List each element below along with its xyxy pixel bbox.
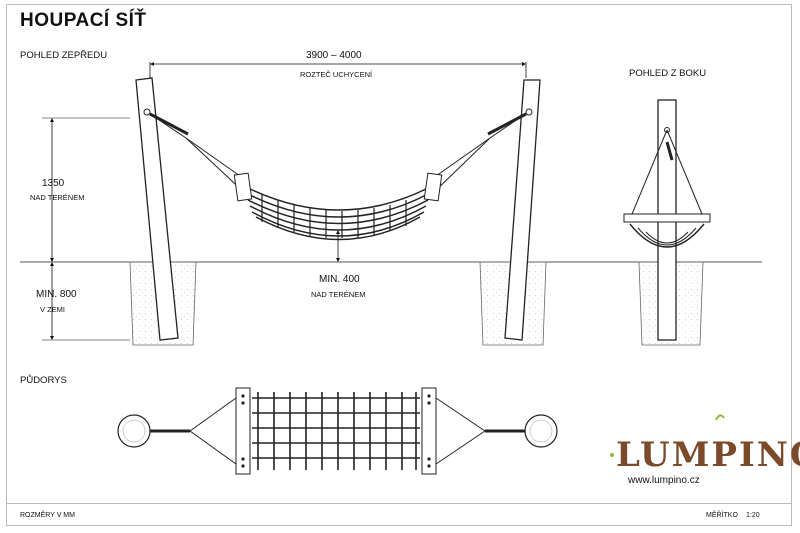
side-ropes [631, 129, 703, 215]
plan-view [117, 387, 558, 475]
post-right [504, 79, 541, 341]
sheet-frame [6, 4, 792, 526]
plan-net [252, 392, 420, 470]
clearance-value: MIN. 400 [319, 274, 360, 285]
anchor-right [525, 108, 533, 116]
lumpino-logo: LUMPINO [610, 414, 800, 475]
front-ropes [146, 111, 529, 197]
post-left [135, 77, 179, 341]
scale-value: 1:20 [746, 512, 760, 519]
side-view-label: POHLED Z BOKU [629, 68, 707, 79]
plan-bar-left [235, 387, 251, 475]
clearance-label: NAD TERÉNEM [311, 290, 366, 299]
net-front [247, 187, 429, 241]
anchor-left [143, 108, 151, 116]
scale-label: MĚŘÍTKO [706, 512, 738, 519]
net-bar-left [233, 172, 253, 202]
page-title: HOUPACÍ SÍŤ [20, 10, 147, 31]
side-bar [623, 213, 711, 223]
logo-wordmark: LUMPINO [616, 435, 800, 475]
plan-bar-right [421, 387, 437, 475]
plan-view-label: PŮDORYS [20, 375, 67, 386]
span-label: ROZTEČ UCHYCENÍ [300, 70, 373, 79]
span-value: 3900 – 4000 [306, 50, 362, 61]
website-link[interactable]: www.lumpino.cz [628, 475, 700, 486]
depth-value: MIN. 800 [36, 289, 77, 300]
units-note: ROZMĚRY V MM [20, 512, 75, 519]
height-value: 1350 [42, 178, 65, 189]
front-view-label: POHLED ZEPŘEDU [20, 50, 108, 61]
depth-label: V ZEMI [40, 305, 66, 314]
net-bar-right [423, 172, 443, 202]
footer-divider [6, 503, 792, 504]
side-net [629, 223, 705, 248]
height-label: NAD TERÉNEM [30, 193, 85, 202]
